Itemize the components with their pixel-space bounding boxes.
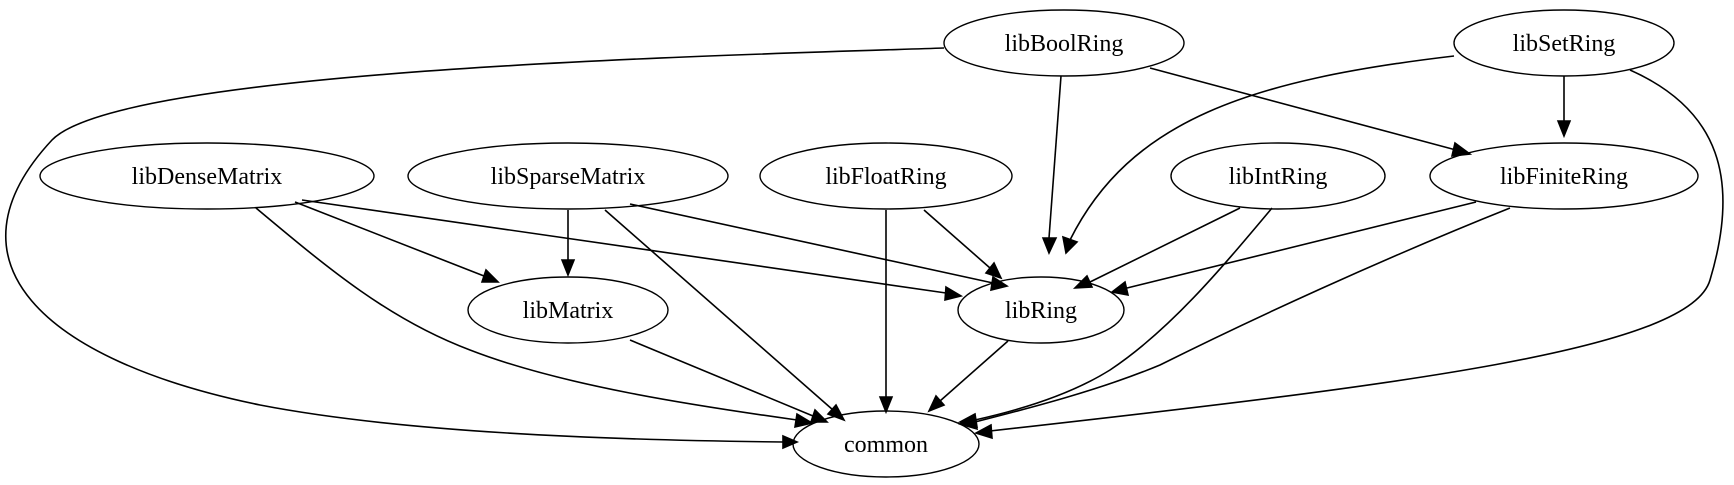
edges xyxy=(5,47,1724,450)
node-libSetRing[interactable]: libSetRing xyxy=(1453,9,1675,77)
node-libMatrix[interactable]: libMatrix xyxy=(467,276,669,344)
edge-libSparseMatrix-libMatrix xyxy=(560,210,576,278)
edge-libSparseMatrix-common xyxy=(604,209,846,422)
edge-libBoolRing-common xyxy=(5,47,945,450)
edge-libRing-common xyxy=(927,340,1009,413)
edge-libSetRing-libFiniteRing xyxy=(1556,76,1572,139)
node-label: libIntRing xyxy=(1229,164,1328,190)
edge-libSetRing-common xyxy=(973,69,1724,440)
node-label: libRing xyxy=(1005,298,1077,324)
node-libFloatRing[interactable]: libFloatRing xyxy=(759,142,1013,210)
edge-libSparseMatrix-libRing xyxy=(629,203,1009,292)
node-label: common xyxy=(844,432,928,458)
edge-libDenseMatrix-libRing xyxy=(301,199,964,302)
edge-libDenseMatrix-common xyxy=(255,207,815,429)
edge-libBoolRing-libFiniteRing xyxy=(1149,67,1473,157)
edge-libIntRing-libRing xyxy=(1072,207,1241,289)
node-libIntRing[interactable]: libIntRing xyxy=(1170,142,1386,210)
node-label: libMatrix xyxy=(523,298,614,324)
node-libFiniteRing[interactable]: libFiniteRing xyxy=(1429,142,1699,210)
edge-libFiniteRing-libRing xyxy=(1110,201,1477,297)
edge-libSetRing-libRing xyxy=(1061,55,1455,255)
node-label: libFloatRing xyxy=(825,164,946,190)
node-libRing[interactable]: libRing xyxy=(957,276,1125,344)
node-label: libSparseMatrix xyxy=(491,164,646,190)
edge-libFloatRing-common xyxy=(878,210,894,415)
edge-libFloatRing-libRing xyxy=(923,209,1003,280)
node-label: libBoolRing xyxy=(1005,31,1124,57)
edge-libDenseMatrix-libMatrix xyxy=(294,201,500,283)
node-common[interactable]: common xyxy=(792,410,980,478)
edge-libBoolRing-libRing xyxy=(1041,75,1062,256)
node-label: libFiniteRing xyxy=(1500,164,1628,190)
edge-libFiniteRing-common xyxy=(957,207,1511,431)
node-libSparseMatrix[interactable]: libSparseMatrix xyxy=(407,142,729,210)
node-label: libSetRing xyxy=(1513,31,1616,57)
nodes: libBoolRing libSetRing libDenseMatrix li… xyxy=(39,9,1699,478)
node-libDenseMatrix[interactable]: libDenseMatrix xyxy=(39,142,375,210)
node-libBoolRing[interactable]: libBoolRing xyxy=(943,9,1185,77)
node-label: libDenseMatrix xyxy=(132,164,283,190)
